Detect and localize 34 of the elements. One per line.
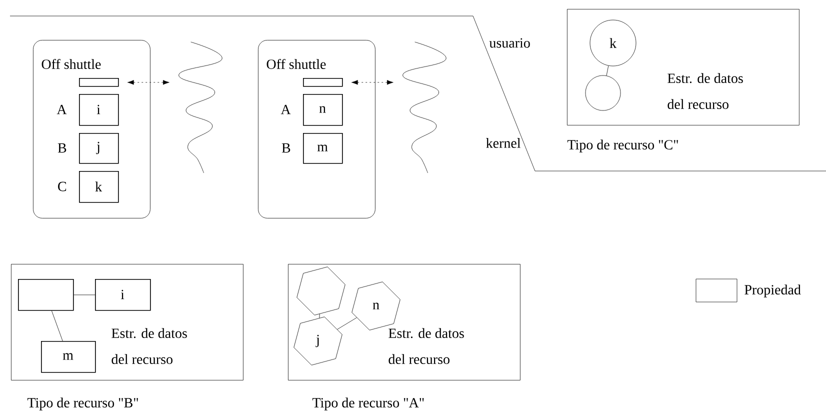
thread-wave (178, 42, 222, 174)
hexagon-node: j (294, 316, 342, 366)
legend-text: Propiedad (744, 284, 801, 298)
slot-box (303, 78, 343, 87)
slot-box: m (303, 133, 343, 164)
connector-line (606, 66, 609, 76)
panel-caption: Tipo de recurso "A" (312, 398, 424, 410)
slot-box: k (79, 171, 119, 203)
slot-letter: B (58, 143, 66, 153)
slot-box: m (41, 341, 96, 373)
region-label: kernel (486, 138, 521, 148)
panel-caption: Tipo de recurso "C" (567, 140, 678, 152)
connector-line (319, 314, 320, 318)
region-label: usuario (489, 38, 530, 48)
slot-letter: A (56, 104, 67, 114)
circle-node: k (590, 20, 636, 66)
connector-line (74, 294, 96, 296)
slot-box: j (79, 133, 119, 164)
slot-letter: A (280, 104, 291, 114)
slot-box: i (79, 94, 119, 126)
connector-line (51, 310, 63, 342)
slot-letter: C (58, 182, 66, 192)
arrow (127, 80, 170, 85)
connector-line (337, 317, 357, 330)
panel-caption: Tipo de recurso "B" (27, 398, 138, 410)
thread-wave (402, 42, 446, 174)
circle-node (585, 75, 621, 111)
slot-letter: B (282, 143, 290, 153)
slot-box (79, 78, 119, 87)
slot-box: i (95, 279, 151, 311)
slot-box: n (303, 94, 343, 126)
hexagon-node (296, 266, 346, 316)
arrow (351, 80, 394, 85)
slot-box (18, 279, 74, 311)
